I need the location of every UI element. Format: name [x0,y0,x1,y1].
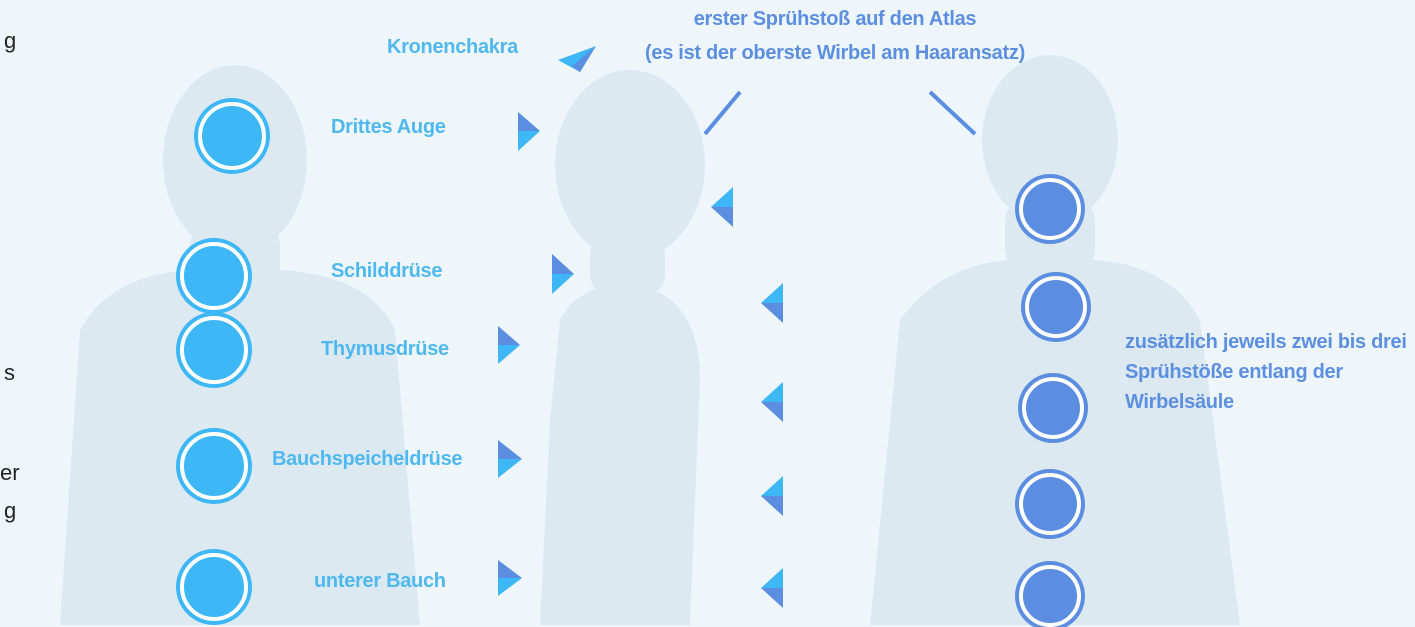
pancreas-arrow [498,440,522,478]
thymus-arrow [498,326,520,364]
third-eye-arrow [518,112,540,151]
side-arrow-5 [761,568,783,608]
side-arrow-4 [761,476,783,516]
side-arrow-1 [711,187,733,227]
crown-arrow [558,46,596,72]
atlas-line-right [930,92,975,134]
thyroid-arrow [552,254,574,294]
side-arrow-2 [761,283,783,323]
atlas-line-left [705,92,740,134]
side-arrow-3 [761,382,783,422]
lower-belly-arrow [498,560,522,596]
